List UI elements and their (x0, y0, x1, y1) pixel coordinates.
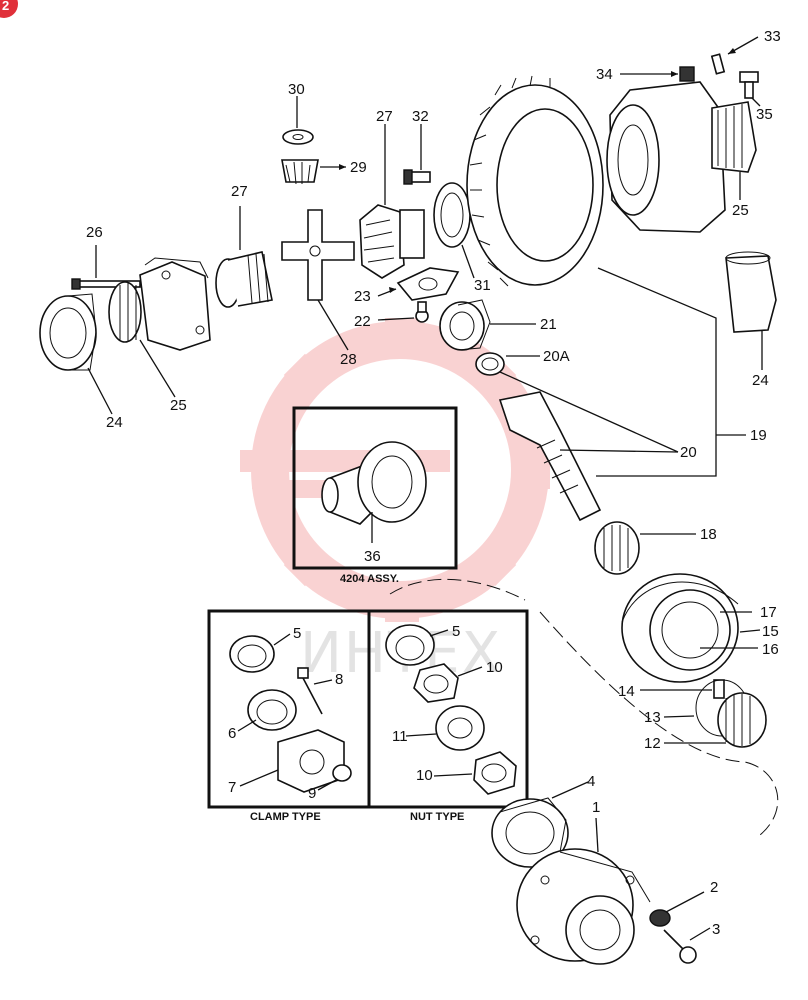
part-14-screw (713, 679, 725, 699)
corner-badge-circle (0, 0, 18, 18)
clamp-part-6-washer (247, 689, 297, 731)
callout-20: 20 (680, 444, 697, 461)
callout-25-right: 25 (732, 202, 749, 219)
callout-28: 28 (340, 351, 357, 368)
callout-19: 19 (750, 427, 767, 444)
callout-10-lower: 10 (416, 767, 433, 784)
callout-30: 30 (288, 81, 305, 98)
callout-31: 31 (474, 277, 491, 294)
part-12-bearing (717, 692, 767, 748)
callout-36: 36 (364, 548, 381, 565)
callout-29: 29 (350, 159, 367, 176)
part-31-thrust-plate (433, 182, 471, 248)
callout-4: 4 (587, 773, 595, 790)
watermark-gear-ring (251, 321, 549, 619)
part-differential-case-left-half (139, 257, 211, 351)
callout-2: 2 (710, 879, 718, 896)
clamp-part-8-bolt (297, 667, 323, 715)
corner-badge: 2 (0, 0, 18, 18)
part-20-pinion-shaft (498, 391, 602, 522)
nut-part-5-seal (385, 624, 435, 666)
callout-14: 14 (618, 683, 635, 700)
callout-21: 21 (540, 316, 557, 333)
callout-11: 11 (392, 728, 408, 745)
callout-20a: 20A (543, 348, 570, 365)
callout-26: 26 (86, 224, 103, 241)
callout-15: 15 (762, 623, 779, 640)
callout-34: 34 (596, 66, 613, 83)
dashed-guide-line (389, 578, 779, 836)
part-20a-spacer (475, 352, 505, 376)
part-22-pin (415, 301, 429, 323)
assy-inset-frame (292, 406, 458, 570)
part-32-bolt (403, 169, 431, 185)
callout-22: 22 (354, 313, 371, 330)
caption-clamp-type: CLAMP TYPE (250, 811, 321, 823)
part-1-companion-flange (516, 848, 651, 965)
callout-3: 3 (712, 921, 720, 938)
callout-35: 35 (756, 106, 773, 123)
callout-25-left: 25 (170, 397, 187, 414)
part-4-oil-seal (491, 797, 569, 868)
callout-33: 33 (764, 28, 781, 45)
clamp-part-5-seal (229, 635, 275, 673)
part-27-side-gear-right (359, 204, 425, 279)
part-2-washer (649, 909, 671, 927)
callout-17: 17 (760, 604, 777, 621)
part-24-bearing-cup-left (39, 293, 97, 371)
callout-27-upper: 27 (376, 108, 393, 125)
caption-nut-type: NUT TYPE (410, 811, 464, 823)
part-3-bolt (663, 929, 697, 964)
part-18-bearing (594, 521, 640, 575)
part-24-bearing-cup-right (725, 251, 777, 333)
callout-12: 12 (644, 735, 661, 752)
part-15-retainer (621, 573, 739, 683)
part-28-spider (281, 209, 355, 301)
callout-18: 18 (700, 526, 717, 543)
part-30-thrust-washer (282, 129, 314, 145)
part-36-differential-assembly (321, 441, 427, 525)
caption-4204-assy: 4204 ASSY. (340, 573, 399, 585)
part-33-lock-tab (710, 53, 726, 75)
callout-27-left: 27 (231, 183, 248, 200)
part-23-gasket (396, 267, 460, 301)
clamp-part-9-nut (332, 764, 352, 782)
part-35-bolt (739, 71, 759, 99)
watermark-gear-teeth (252, 318, 550, 622)
part-25-bearing-left (108, 281, 142, 343)
nut-part-11-lock-washer (435, 705, 485, 751)
callout-23: 23 (354, 288, 371, 305)
part-ring-gear (466, 75, 604, 287)
callout-5-clamp: 5 (293, 625, 301, 642)
callout-5-nut: 5 (452, 623, 460, 640)
callout-1: 1 (592, 799, 600, 816)
callout-9: 9 (308, 785, 316, 802)
callout-7: 7 (228, 779, 236, 796)
callout-13: 13 (644, 709, 661, 726)
corner-badge-label: 2 (2, 0, 9, 13)
callout-32: 32 (412, 108, 429, 125)
part-27-side-gear-left (215, 251, 273, 308)
callout-24-left: 24 (106, 414, 123, 431)
callout-6: 6 (228, 725, 236, 742)
nut-type-frame (367, 609, 529, 809)
part-26-bolt (71, 278, 141, 290)
part-29-pinion-gear (281, 159, 319, 185)
callout-16: 16 (762, 641, 779, 658)
callout-8: 8 (335, 671, 343, 688)
part-21-bearing (439, 299, 491, 351)
clamp-part-7-clamp (277, 729, 345, 793)
nut-part-10-nut-upper (413, 663, 459, 703)
callout-19-bracket (596, 267, 717, 477)
callout-24-right: 24 (752, 372, 769, 389)
nut-part-10-nut-lower (473, 751, 517, 795)
callout-labels: 1 2 3 4 5 5 6 7 8 9 10 10 11 12 13 14 15… (86, 28, 781, 938)
part-34-lock-plate (679, 66, 695, 82)
part-differential-case-assembly (606, 81, 757, 233)
callout-10-upper: 10 (486, 659, 503, 676)
